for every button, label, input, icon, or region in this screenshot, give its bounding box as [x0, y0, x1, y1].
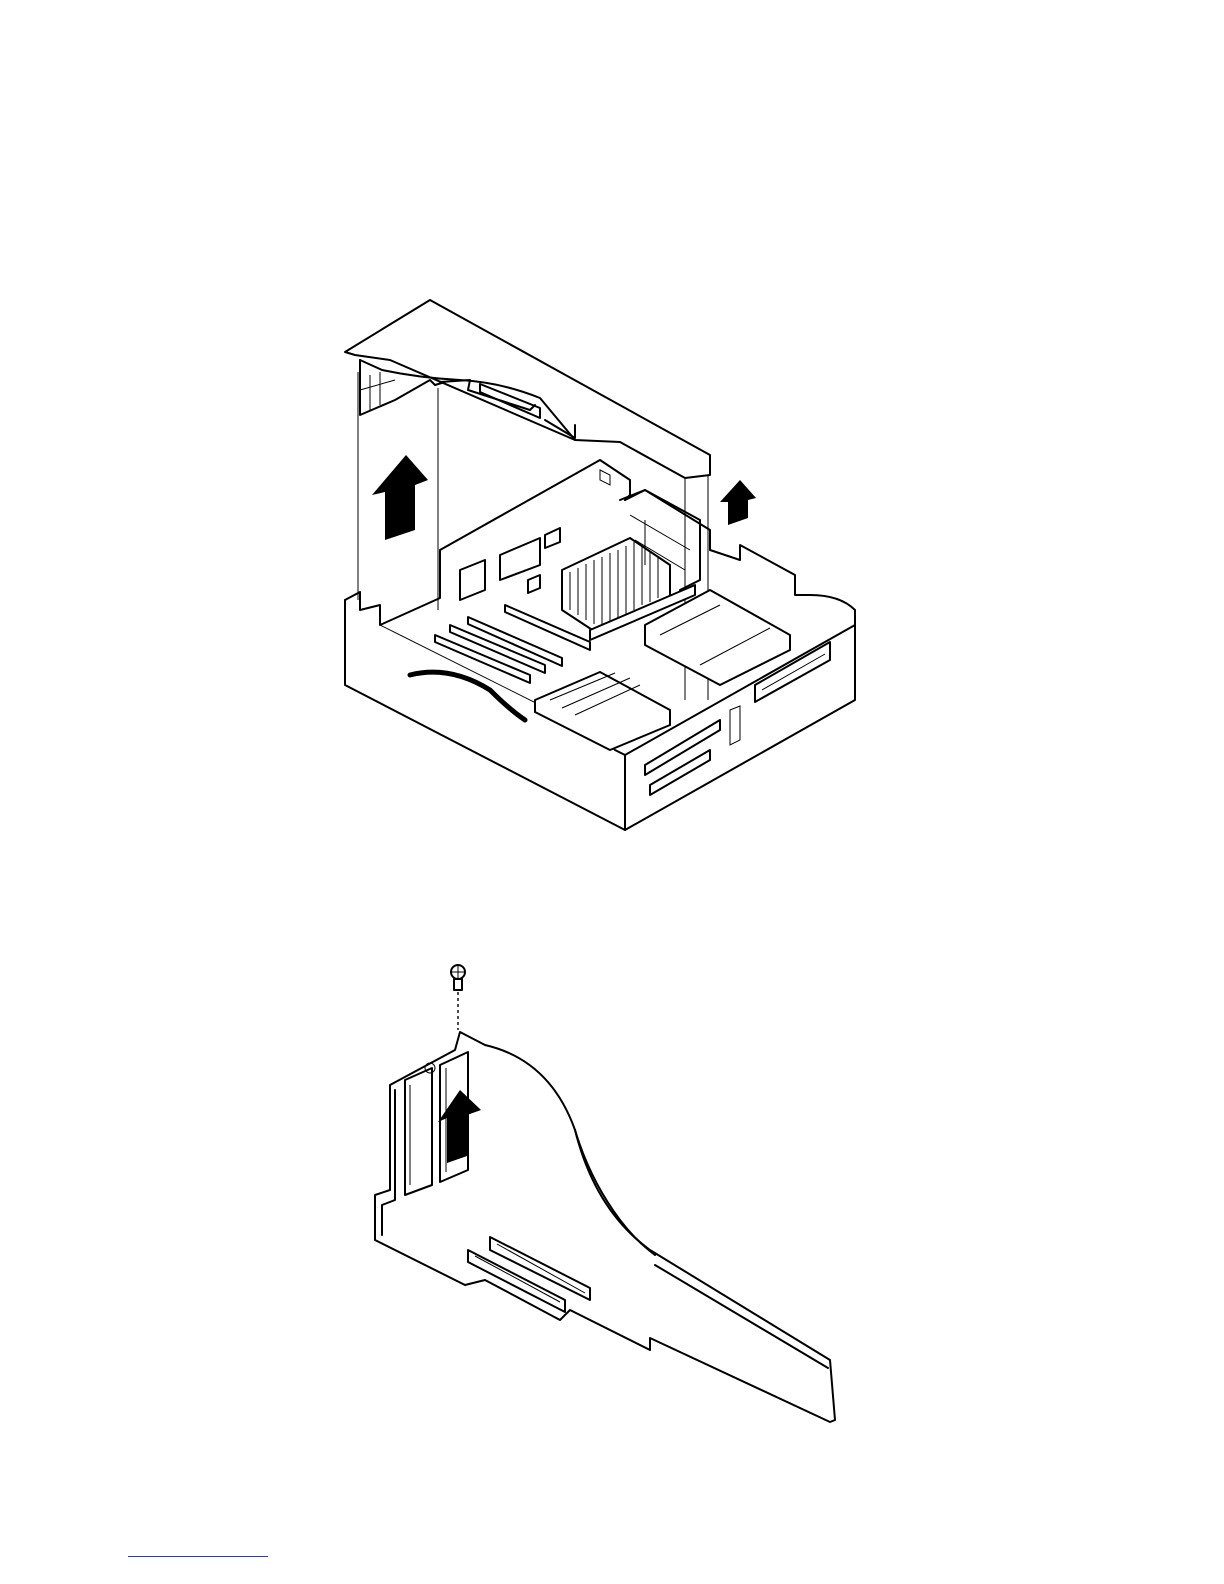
screw-icon — [451, 965, 465, 990]
lift-up-arrow-small — [720, 480, 756, 525]
chassis — [345, 460, 855, 830]
riser-card — [375, 1032, 835, 1422]
lift-up-arrow — [372, 455, 428, 540]
riser-card-assembly — [345, 300, 710, 478]
footer-rule — [128, 1556, 268, 1557]
riser-card-diagram — [350, 950, 860, 1430]
chassis-diagram — [300, 280, 880, 850]
